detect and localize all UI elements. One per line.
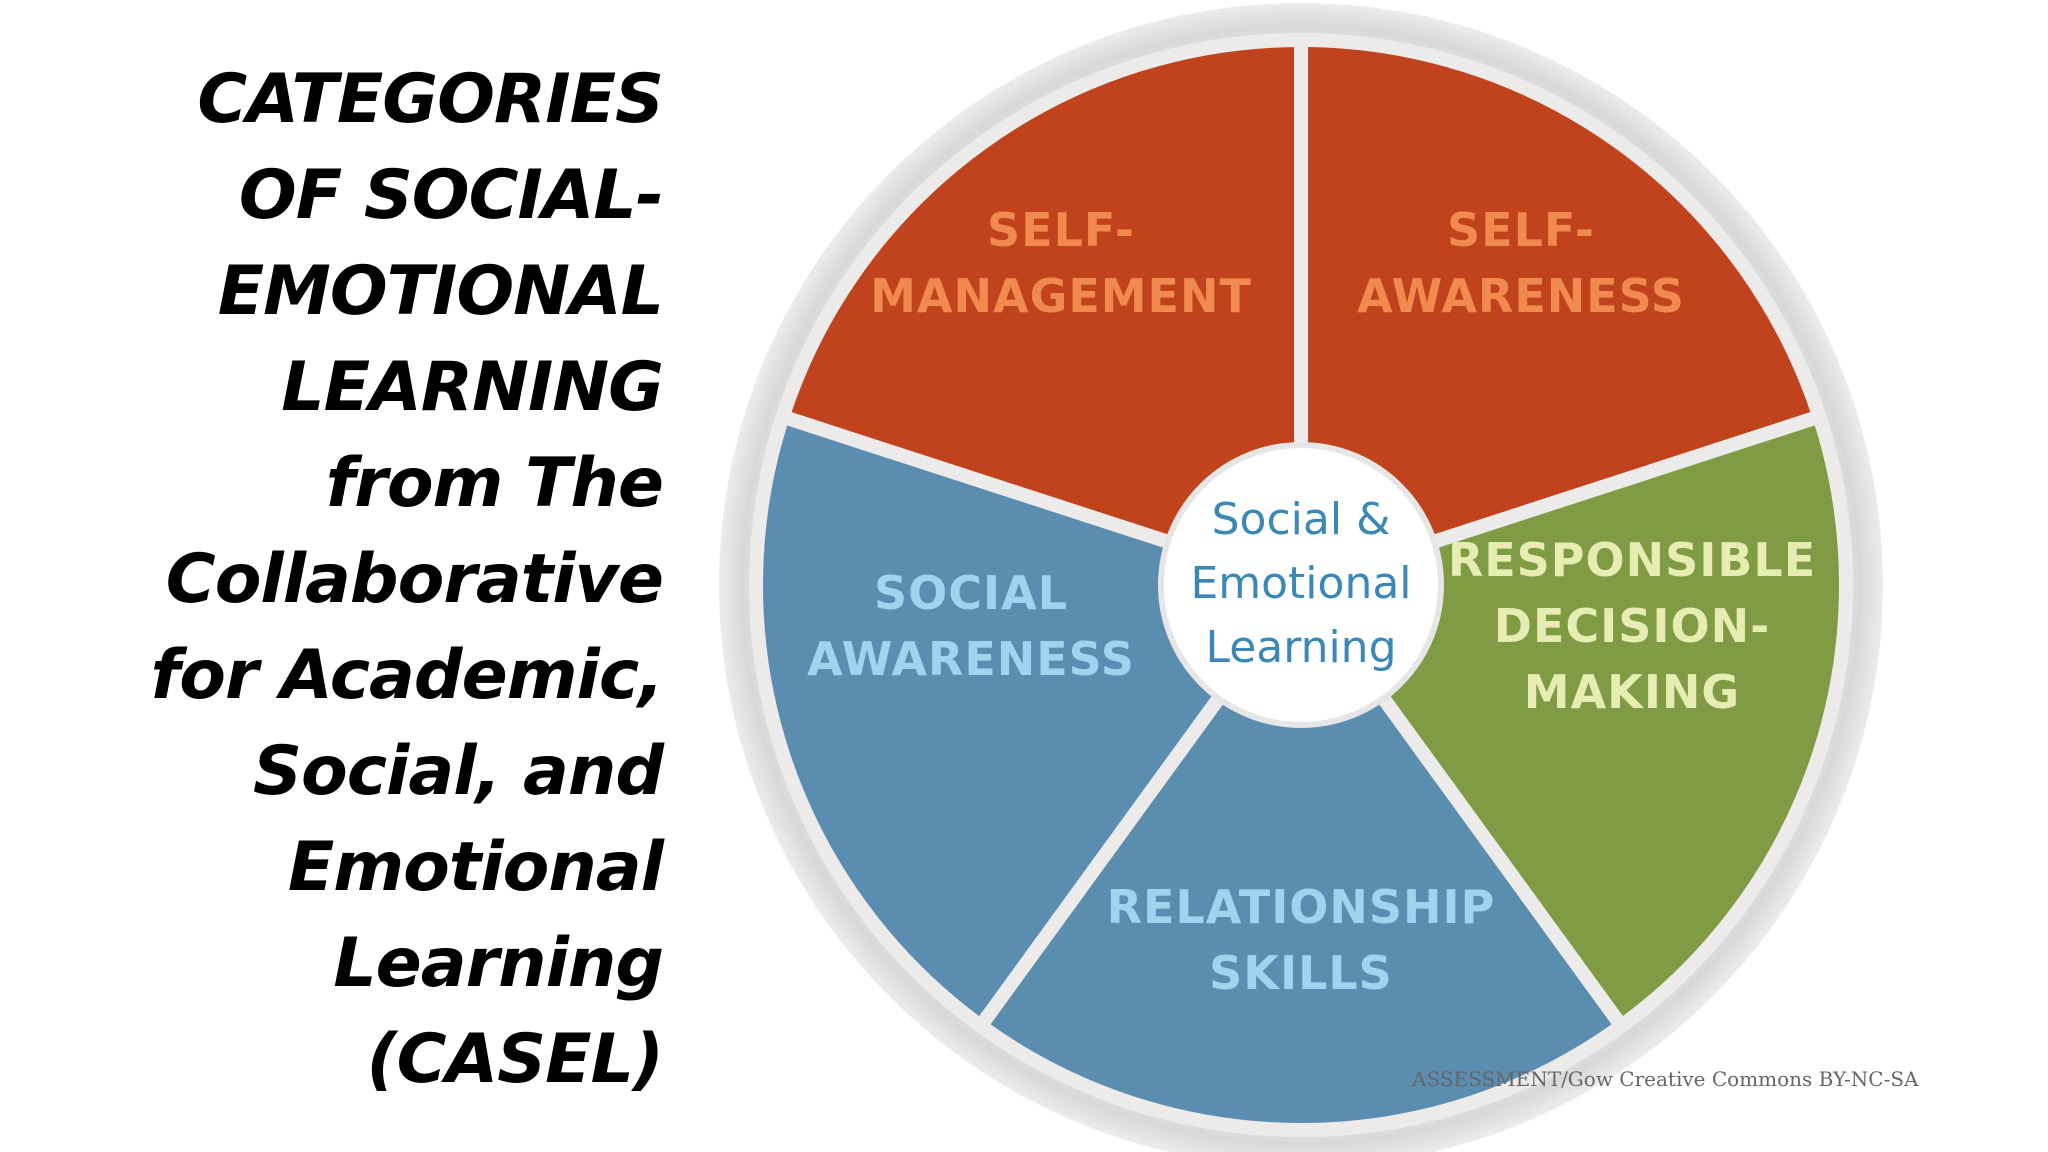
segment-label-self-management: MANAGEMENT — [870, 269, 1252, 323]
title-line: for Academic, — [150, 636, 664, 715]
segment-self-awareness — [1294, 33, 1827, 592]
segment-label-social-awareness: SOCIAL — [874, 566, 1068, 620]
center-label-line: Learning — [1205, 622, 1396, 673]
title-line: OF SOCIAL- — [238, 156, 664, 235]
segment-label-self-awareness: AWARENESS — [1357, 269, 1685, 323]
segment-label-self-awareness: SELF- — [1447, 203, 1595, 257]
segment-label-relationship-skills: SKILLS — [1209, 946, 1393, 1000]
title-line: Collaborative — [165, 540, 664, 619]
segment-label-social-awareness: AWARENESS — [807, 632, 1135, 686]
segment-label-self-management: SELF- — [987, 203, 1135, 257]
segment-labels: SELF- AWARENESS RESPONSIBLE DECISION- MAKING… — [807, 203, 1816, 1000]
slide-title: CATEGORIES OF SOCIAL- EMOTIONAL LEARNING… — [43, 52, 664, 1108]
segment-label-relationship-skills: RELATIONSHIP — [1107, 880, 1496, 934]
title-line: Emotional — [287, 828, 664, 907]
image-credit: ASSESSMENT/Gow Creative Commons BY-NC-SA — [1412, 1067, 1919, 1091]
title-line: CATEGORIES — [197, 60, 664, 139]
title-line: Learning — [333, 924, 664, 1003]
segment-self-management — [775, 33, 1308, 592]
center-label-line: Emotional — [1190, 558, 1411, 609]
title-line: Social, and — [253, 732, 664, 811]
title-line: EMOTIONAL — [217, 252, 664, 331]
segment-label-responsible-decision-making: DECISION- — [1494, 599, 1770, 653]
title-line: (CASEL) — [366, 1020, 664, 1099]
segment-label-responsible-decision-making: MAKING — [1524, 665, 1740, 719]
title-line: from The — [325, 444, 664, 523]
center-circle — [1158, 442, 1444, 728]
center-label-line: Social & — [1212, 494, 1391, 545]
segment-relationship-skills — [973, 578, 1629, 1137]
segment-label-responsible-decision-making: RESPONSIBLE — [1448, 533, 1816, 587]
title-line: LEARNING — [281, 348, 664, 427]
